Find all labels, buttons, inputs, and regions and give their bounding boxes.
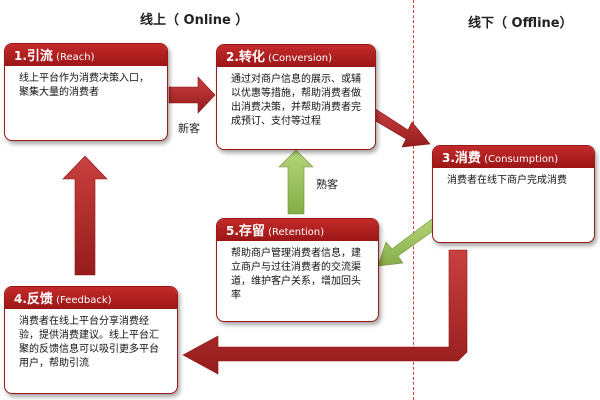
arrow-consumption-to-retention	[377, 218, 441, 267]
stage-number: 4.	[14, 292, 27, 306]
stage-consumption: 3.消费 (Consumption) 消费者在线下商户完成消费	[432, 145, 595, 243]
stage-reach-description: 线上平台作为消费决策入口，聚集大量的消费者	[19, 73, 149, 98]
stage-feedback-description: 消费者在线上平台分享消费经验，提供消费建议。线上平台汇聚的反馈信息可以吸引更多平…	[19, 316, 159, 369]
stage-conversion: 2.转化 (Conversion) 通过对商户信息的展示、或辅以优惠等措施，帮助…	[216, 44, 376, 150]
stage-conversion-header: 2.转化 (Conversion)	[217, 45, 375, 67]
returning-customer-label: 熟客	[316, 178, 338, 191]
stage-consumption-header: 3.消费 (Consumption)	[433, 146, 594, 168]
arrow-reach-to-conversion	[168, 76, 216, 114]
stage-reach: 1.引流 (Reach) 线上平台作为消费决策入口，聚集大量的消费者	[4, 43, 168, 141]
stage-english-name: (Retention)	[264, 227, 325, 238]
stage-feedback-header: 4.反馈 (Feedback)	[5, 287, 177, 309]
stage-name: 转化	[238, 50, 265, 65]
stage-english-name: (Reach)	[52, 52, 95, 63]
offline-section-label: 线下（ Offline）	[468, 16, 573, 31]
online-section-label: 线上（ Online ）	[140, 13, 249, 28]
stage-english-name: (Consumption)	[480, 154, 559, 165]
stage-conversion-description: 通过对商户信息的展示、或辅以优惠等措施，帮助消费者做出消费决策，并帮助消费者完成…	[231, 74, 361, 127]
stage-name: 引流	[26, 49, 53, 64]
stage-retention-description: 帮助商户管理消费者信息，建立商户与过往消费者的交流渠道，维护客户关系，增加回头率	[231, 248, 361, 301]
arrow-retention-to-conversion	[278, 149, 314, 215]
new-customer-label: 新客	[178, 122, 200, 135]
stage-name: 消费	[454, 151, 481, 166]
stage-consumption-description: 消费者在线下商户完成消费	[447, 175, 567, 186]
stage-number: 3.	[442, 151, 455, 165]
stage-number: 2.	[226, 50, 239, 64]
arrow-conversion-to-consumption	[368, 107, 431, 148]
stage-retention-header: 5.存留 (Retention)	[217, 219, 378, 241]
arrow-feedback-to-reach	[62, 155, 108, 276]
stage-reach-header: 1.引流 (Reach)	[5, 44, 167, 66]
online-offline-divider	[413, 0, 414, 400]
stage-english-name: (Feedback)	[52, 295, 112, 306]
stage-english-name: (Conversion)	[264, 53, 332, 64]
stage-number: 1.	[14, 49, 27, 63]
stage-name: 反馈	[26, 292, 53, 307]
stage-name: 存留	[238, 224, 265, 239]
stage-retention: 5.存留 (Retention) 帮助商户管理消费者信息，建立商户与过往消费者的…	[216, 218, 379, 322]
arrow-consumption-to-feedback	[182, 249, 468, 375]
stage-number: 5.	[226, 224, 239, 238]
stage-feedback: 4.反馈 (Feedback) 消费者在线上平台分享消费经验，提供消费建议。线上…	[4, 286, 178, 394]
